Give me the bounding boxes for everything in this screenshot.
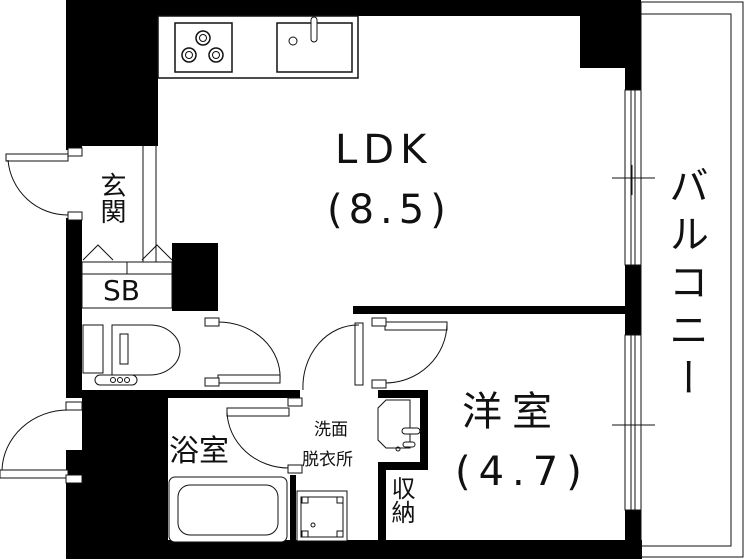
ldk-area: (8.5) — [327, 187, 452, 233]
washroom-label-2: 脱衣所 — [302, 450, 353, 470]
entrance-label: 玄関 — [96, 172, 126, 224]
washroom-label-1: 洗面 — [314, 420, 348, 440]
storage-label: 収納 — [387, 476, 415, 524]
bathroom-label: 浴室 — [169, 434, 229, 469]
ldk-label: LDK — [335, 127, 433, 173]
western-room-area: (4.7) — [455, 449, 590, 495]
shoe-box-label: SB — [103, 274, 140, 307]
balcony-label: バルコニー — [662, 165, 708, 405]
western-room-label: 洋室 — [462, 389, 562, 435]
